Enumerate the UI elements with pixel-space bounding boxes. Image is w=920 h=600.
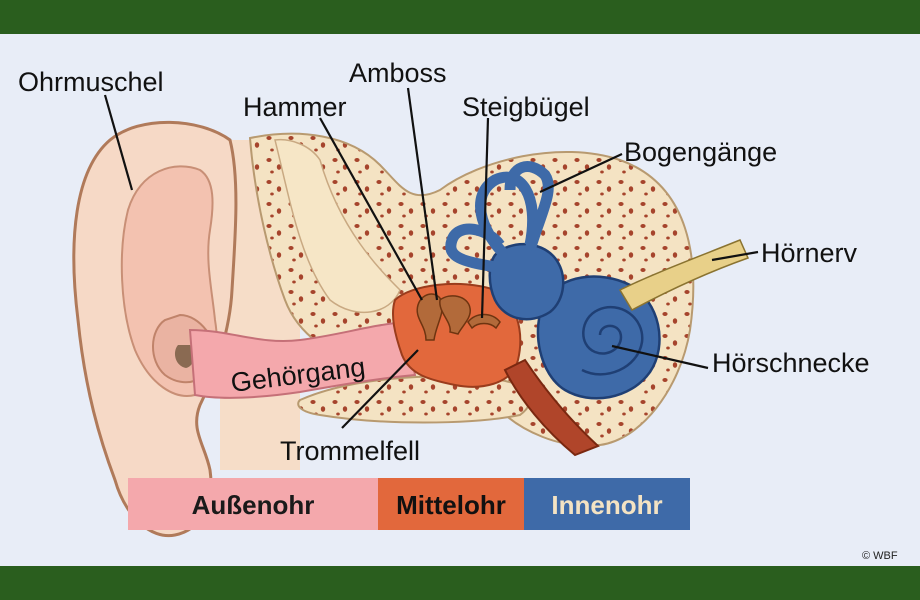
label-amboss: Amboss	[349, 58, 447, 88]
leader-ohrmuschel	[103, 94, 134, 191]
legend-innenohr-label: Innenohr	[551, 490, 662, 520]
cochlea-spiral	[581, 305, 644, 376]
cream-region	[274, 138, 401, 314]
label-bogengaenge: Bogengänge	[624, 137, 777, 167]
semicircular-canal-2	[504, 161, 554, 252]
label-trommelfell: Trommelfell	[280, 436, 420, 466]
label-hoernerv: Hörnerv	[761, 238, 858, 268]
hammer-bone	[416, 293, 444, 341]
leader-hoerschnecke	[611, 344, 709, 370]
legend-aussenohr-label: Außenohr	[192, 490, 315, 520]
label-steigbuegel: Steigbügel	[462, 92, 590, 122]
vestibule	[488, 242, 565, 321]
top-frame-bar	[0, 0, 920, 34]
leader-amboss	[406, 87, 439, 301]
credit: © WBF	[862, 550, 898, 562]
lower-bone	[297, 375, 532, 424]
eustachian-tube	[503, 358, 600, 457]
bottom-frame-bar	[0, 566, 920, 600]
stirrup-bone	[467, 313, 501, 330]
ear-opening	[174, 345, 195, 368]
legend-aussenohr-box	[128, 478, 378, 530]
cochlea	[536, 275, 661, 400]
label-hoerschnecke: Hörschnecke	[712, 348, 870, 378]
legend-mittelohr-label: Mittelohr	[396, 490, 506, 520]
leader-hammer	[319, 117, 423, 301]
auditory-nerve	[618, 239, 750, 311]
leader-steigbuegel	[480, 117, 490, 319]
label-hammer: Hammer	[243, 92, 347, 122]
legend-innenohr-box	[524, 478, 690, 530]
leader-bogengaenge	[539, 153, 623, 193]
leader-hoernerv	[711, 250, 759, 262]
label-ohrmuschel: Ohrmuschel	[18, 67, 164, 97]
anvil-bone	[439, 295, 471, 335]
legend-mittelohr-box	[378, 478, 524, 530]
leader-trommelfell	[341, 349, 419, 429]
ear-canal	[188, 320, 417, 399]
